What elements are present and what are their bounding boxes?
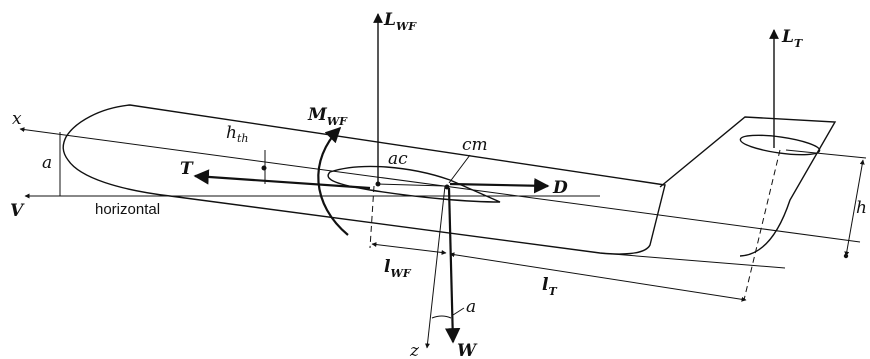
alpha-bottom-arc xyxy=(431,315,452,319)
vertical-stabilizer xyxy=(659,116,837,257)
thrust-arrow xyxy=(193,169,371,190)
weight-label: W xyxy=(457,341,478,359)
thrust-label: T xyxy=(180,159,194,179)
tail-height-dimension xyxy=(844,159,865,257)
z-axis-label: z xyxy=(409,341,420,359)
alpha-bottom-leader xyxy=(452,307,465,316)
alpha-nose-label: a xyxy=(42,153,52,173)
drag-label: D xyxy=(552,178,568,198)
cm-leader-line xyxy=(448,154,471,184)
fuselage xyxy=(62,104,666,255)
lift-wf-label: LWF xyxy=(383,10,417,33)
z-axis xyxy=(425,185,446,349)
thrust-offset-dot xyxy=(261,165,267,171)
arm-tail-label: lT xyxy=(542,275,557,298)
thrust-offset-label: hth xyxy=(226,123,248,145)
weight-arrow xyxy=(444,187,461,344)
alpha-bottom-label: a xyxy=(466,297,476,317)
tail-height-tick xyxy=(785,149,867,159)
velocity-label: V xyxy=(10,201,25,221)
wf-reference-dashed xyxy=(369,185,375,249)
center-of-mass-label: cm xyxy=(462,135,488,155)
wing xyxy=(327,165,501,203)
moment-wf-label: MWF xyxy=(307,105,348,128)
drag-arrow xyxy=(449,178,550,194)
horizontal-stabilizer xyxy=(739,134,821,156)
x-axis-label: x xyxy=(12,109,22,129)
tail-height-label: h xyxy=(856,198,867,218)
tail-height-dot xyxy=(843,253,849,259)
arm-wf-label: lWF xyxy=(384,257,412,280)
horizontal-label: horizontal xyxy=(95,201,160,218)
fuselage-bottom-line xyxy=(599,252,786,269)
tail-reference-dashed xyxy=(743,149,781,301)
moment-arc xyxy=(317,126,349,236)
lift-tail-label: LT xyxy=(781,27,803,50)
arm-wf-dimension xyxy=(371,242,447,255)
ac-cm-line xyxy=(377,183,446,187)
aero-center-label: ac xyxy=(388,149,408,169)
arm-tail-dimension xyxy=(449,252,747,302)
